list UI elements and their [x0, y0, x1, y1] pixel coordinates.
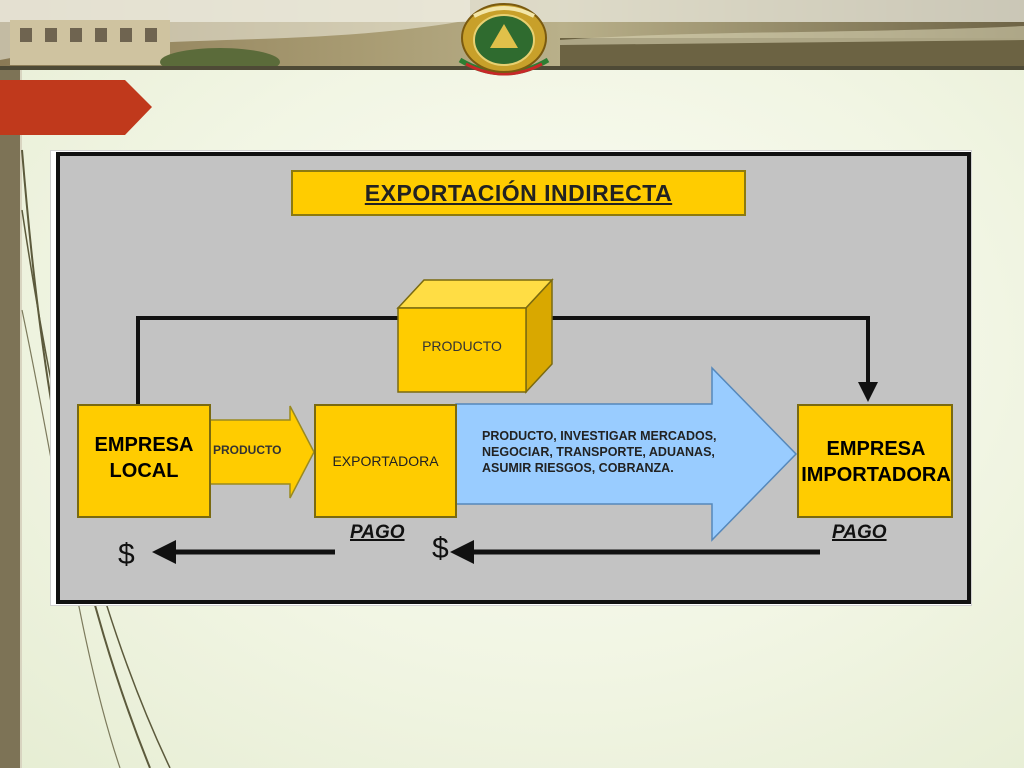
dollar-sign-2: $: [432, 532, 449, 565]
pago-label-1: PAGO: [350, 522, 405, 543]
empresa-importadora-line-1: EMPRESA: [826, 438, 926, 460]
exportadora-label: EXPORTADORA: [332, 453, 439, 469]
services-line-1: PRODUCTO, INVESTIGAR MERCADOS,: [482, 429, 717, 443]
diagram-title-box: EXPORTACIÓN INDIRECTA: [291, 170, 746, 216]
coat-of-arms-seal: [458, 3, 550, 76]
services-line-2: NEGOCIAR, TRANSPORTE, ADUANAS,: [482, 445, 715, 459]
empresa-local-line-1: EMPRESA: [94, 434, 194, 456]
pago-label-2: PAGO: [832, 522, 887, 543]
producto-cube-label: PRODUCTO: [422, 338, 502, 354]
services-text: PRODUCTO, INVESTIGAR MERCADOS, NEGOCIAR,…: [482, 428, 782, 476]
producto-arrow-label: PRODUCTO: [213, 443, 282, 457]
dollar-sign-1: $: [118, 538, 135, 571]
empresa-local-label: EMPRESA LOCAL: [78, 432, 210, 484]
diagram-title: EXPORTACIÓN INDIRECTA: [364, 179, 673, 206]
empresa-importadora-label: EMPRESA IMPORTADORA: [798, 436, 954, 488]
left-side-stripe: [20, 70, 22, 768]
empresa-local-line-2: LOCAL: [109, 460, 179, 482]
red-accent-tab: [0, 80, 152, 135]
empresa-importadora-box: [797, 404, 953, 518]
exportadora-box: EXPORTADORA: [314, 404, 457, 518]
services-line-3: ASUMIR RIESGOS, COBRANZA.: [482, 461, 674, 475]
empresa-importadora-line-2: IMPORTADORA: [801, 464, 951, 486]
empresa-local-box: [77, 404, 211, 518]
left-side-bar: [0, 70, 20, 768]
